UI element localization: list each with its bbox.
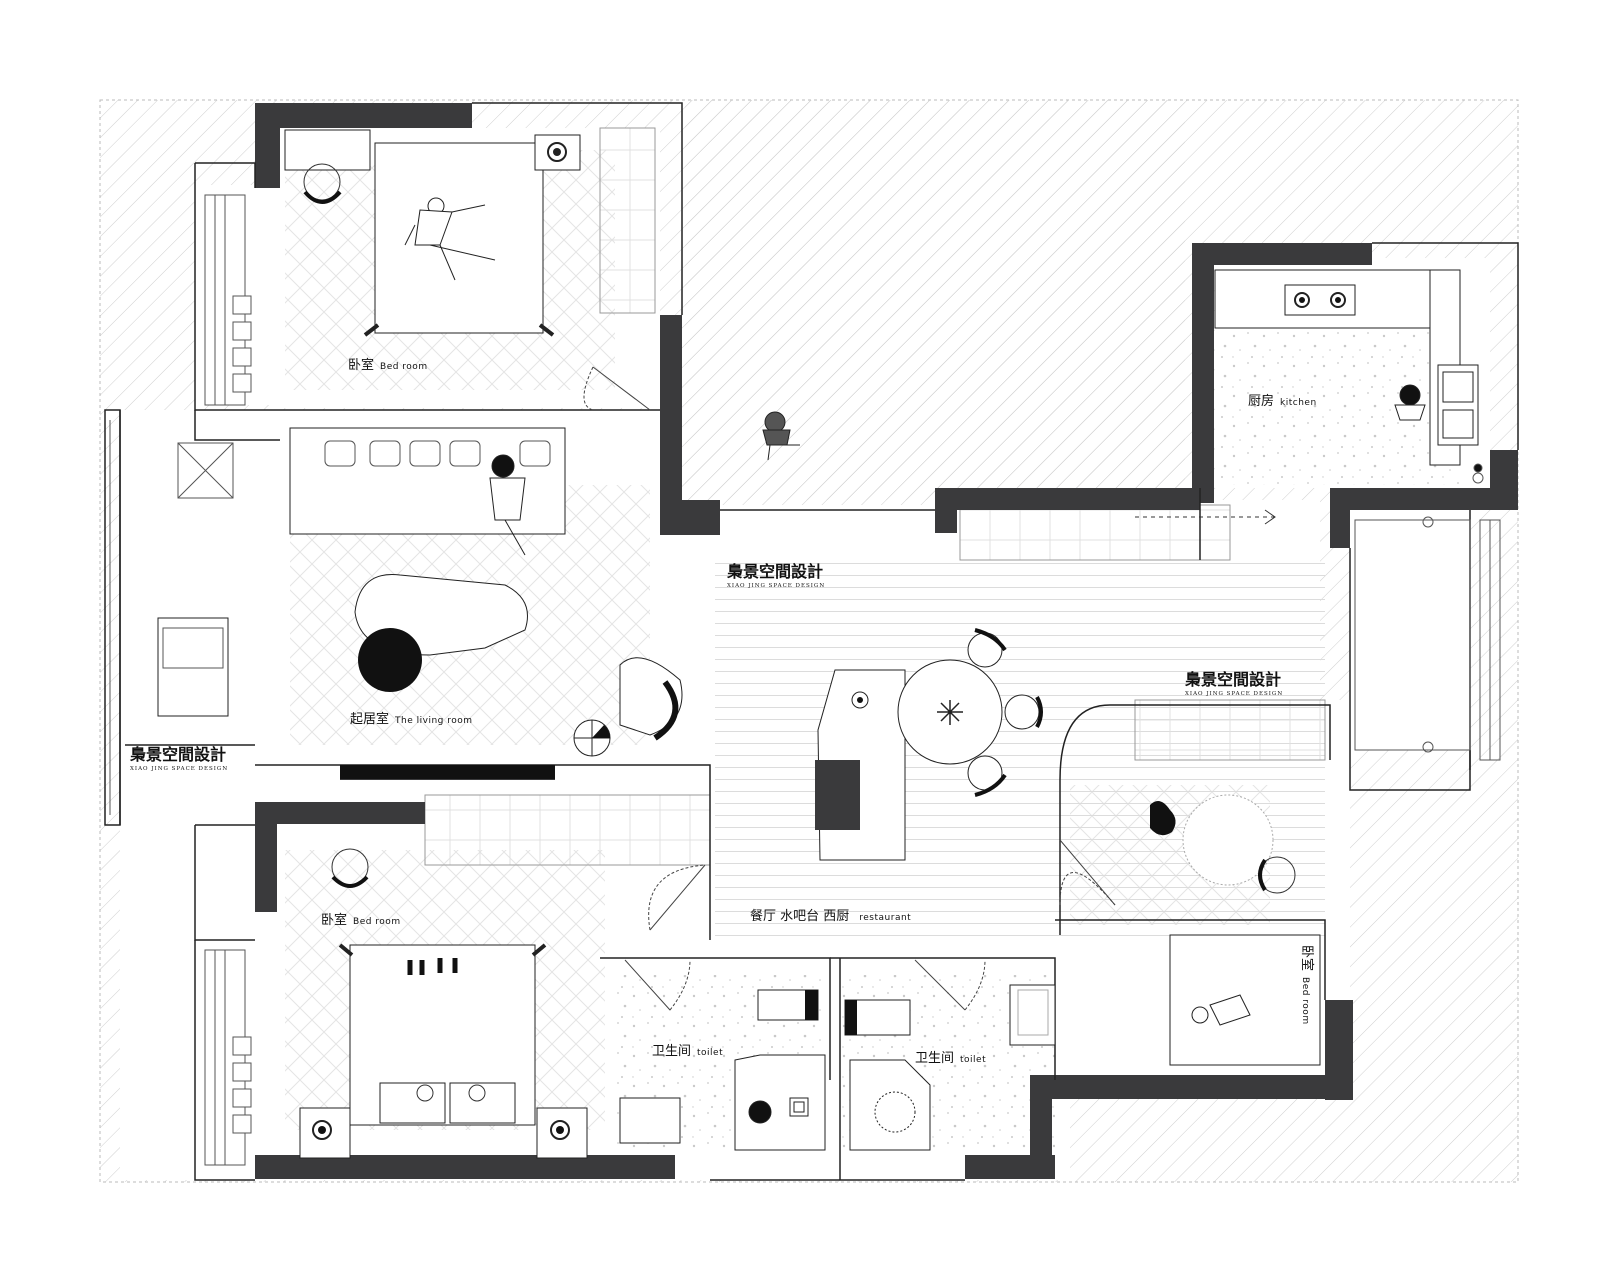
bedroom-right-furniture xyxy=(1150,794,1321,1066)
doors xyxy=(583,366,1116,1011)
svg-text:梟景空間設計: 梟景空間設計 xyxy=(726,562,823,581)
person-sleeping-icon xyxy=(1191,994,1251,1026)
watermark-right: 梟景空間設計 XIAO JING SPACE DESIGN xyxy=(1184,670,1283,697)
person-icon xyxy=(416,1084,434,1102)
dog-figure-icon xyxy=(1150,801,1176,836)
nightstand-lamp-icon xyxy=(547,142,567,162)
tv-console xyxy=(340,765,555,779)
watermark-left: 梟景空間設計 XIAO JING SPACE DESIGN xyxy=(129,745,228,772)
toilet-right-fixtures xyxy=(844,984,1056,1151)
label-bedroom-right: 卧室Bed room xyxy=(1299,945,1315,1025)
person-standing-icon xyxy=(489,454,526,556)
bedroom-top-wardrobe xyxy=(599,127,656,314)
watermark-center: 梟景空間設計 XIAO JING SPACE DESIGN xyxy=(726,562,825,589)
bedroom-top-furniture xyxy=(284,129,581,337)
stools-left-bottom xyxy=(232,1036,252,1134)
kitchen-furniture xyxy=(1214,269,1479,466)
stove-icon xyxy=(1284,284,1356,316)
right-wing-fixtures xyxy=(1354,463,1484,753)
nightstand-lamp-icon xyxy=(550,1120,570,1140)
nightstand-lamp-icon xyxy=(312,1120,332,1140)
courtyard-hatch xyxy=(685,100,1185,505)
bedroom-bottom-furniture xyxy=(299,848,588,1159)
svg-text:梟景空間設計: 梟景空間設計 xyxy=(1184,670,1281,689)
kitchen-counter-strip xyxy=(959,504,1231,561)
toilet-left-fixtures xyxy=(619,989,826,1151)
person-icon xyxy=(748,1100,772,1124)
svg-text:梟景空間設計: 梟景空間設計 xyxy=(129,745,226,764)
right-bedroom-wardrobe xyxy=(1134,699,1326,761)
bed-top xyxy=(374,142,544,334)
sink-icon xyxy=(1437,364,1479,446)
living-furniture xyxy=(157,427,683,779)
hall-cabinet xyxy=(424,794,711,866)
person-sleeping-icon xyxy=(404,197,496,281)
sink-icon xyxy=(619,1097,681,1144)
armchair xyxy=(157,617,229,717)
svg-text:XIAO JING SPACE DESIGN: XIAO JING SPACE DESIGN xyxy=(1185,691,1283,697)
shower-drain-icon xyxy=(874,1091,916,1133)
bed-right xyxy=(1169,934,1321,1066)
person-icon xyxy=(468,1084,486,1102)
dining-furniture xyxy=(815,628,1043,861)
cooktop-block xyxy=(815,760,860,830)
dining-chair-icon xyxy=(967,632,1003,668)
person-cooking-icon xyxy=(1394,384,1426,421)
svg-text:XIAO JING SPACE DESIGN: XIAO JING SPACE DESIGN xyxy=(727,583,825,589)
svg-text:XIAO JING SPACE DESIGN: XIAO JING SPACE DESIGN xyxy=(130,766,228,772)
person-walking-icon xyxy=(762,411,800,461)
windows xyxy=(109,194,1501,1166)
round-table-icon xyxy=(358,628,422,692)
dining-chair-icon xyxy=(1004,694,1040,730)
stools-left xyxy=(232,295,252,393)
kitchen-exit-arrow xyxy=(1135,509,1276,525)
